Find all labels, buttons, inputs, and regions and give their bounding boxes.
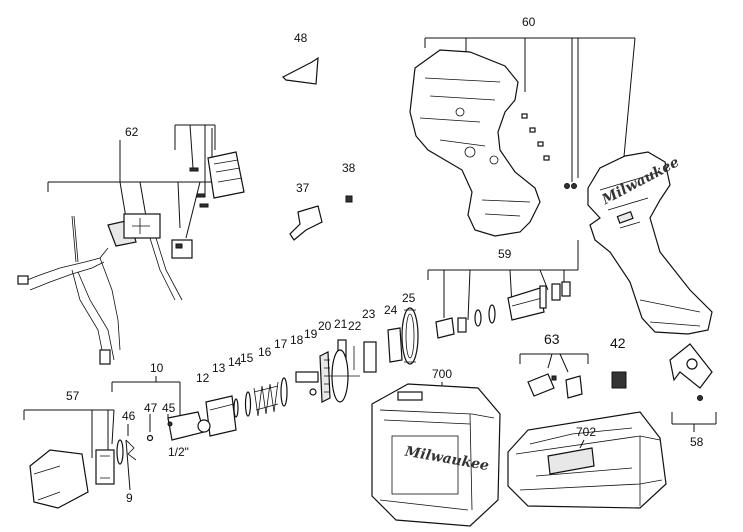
part-47: 47 bbox=[144, 401, 158, 442]
label-13: 13 bbox=[212, 361, 226, 375]
label-37: 37 bbox=[296, 181, 310, 195]
part-48: 48 bbox=[281, 31, 319, 85]
part-18: 18 bbox=[290, 333, 319, 383]
label-63: 63 bbox=[544, 331, 560, 347]
part-702: 702 bbox=[547, 425, 596, 475]
label-14: 14 bbox=[228, 355, 242, 369]
part-62-electronics: 62 bbox=[17, 124, 245, 365]
label-62: 62 bbox=[125, 125, 139, 139]
part-20: 20 bbox=[318, 319, 360, 403]
label-10: 10 bbox=[150, 361, 164, 375]
label-20: 20 bbox=[318, 319, 332, 333]
part-25: 25 bbox=[401, 291, 419, 365]
part-59-motor: 59 bbox=[427, 240, 579, 339]
label-19: 19 bbox=[304, 327, 318, 341]
part-10-anvil: 10 1/2" bbox=[111, 361, 211, 459]
label-12: 12 bbox=[196, 371, 210, 385]
label-42: 42 bbox=[610, 335, 626, 351]
label-21: 21 bbox=[334, 317, 348, 331]
part-17: 17 bbox=[274, 337, 288, 407]
label-38: 38 bbox=[342, 161, 356, 175]
part-19: 19 bbox=[304, 327, 318, 396]
label-700: 700 bbox=[432, 367, 452, 381]
part-57-nose: 57 bbox=[23, 389, 115, 509]
part-24: 24 bbox=[384, 303, 403, 363]
label-47: 47 bbox=[144, 401, 158, 415]
label-22: 22 bbox=[348, 319, 362, 333]
label-18: 18 bbox=[290, 333, 304, 347]
part-700-case: 700 Milwaukee bbox=[371, 367, 501, 527]
part-15: 15 bbox=[240, 351, 254, 417]
label-17: 17 bbox=[274, 337, 288, 351]
part-38: 38 bbox=[342, 161, 356, 203]
label-60: 60 bbox=[522, 15, 536, 29]
label-58: 58 bbox=[690, 435, 704, 449]
label-15: 15 bbox=[240, 351, 254, 365]
part-46: 46 bbox=[122, 409, 137, 461]
part-58: 58 bbox=[669, 343, 717, 449]
label-16: 16 bbox=[258, 345, 272, 359]
part-37: 37 bbox=[289, 181, 323, 241]
part-22: 22 bbox=[348, 319, 362, 370]
label-45: 45 bbox=[162, 401, 176, 415]
part-23: 23 bbox=[362, 307, 377, 373]
label-25: 25 bbox=[402, 291, 416, 305]
label-24: 24 bbox=[384, 303, 398, 317]
part-13: 13 bbox=[205, 361, 237, 437]
label-9: 9 bbox=[126, 491, 133, 505]
part-12: 12 bbox=[196, 371, 210, 385]
part-9: 9 bbox=[116, 439, 133, 505]
part-63: 63 bbox=[519, 331, 589, 399]
label-702: 702 bbox=[576, 425, 596, 439]
part-45: 45 bbox=[162, 401, 176, 427]
label-23: 23 bbox=[362, 307, 376, 321]
label-48: 48 bbox=[294, 31, 308, 45]
label-59: 59 bbox=[498, 247, 512, 261]
label-57: 57 bbox=[66, 389, 80, 403]
part-42: 42 bbox=[610, 335, 627, 389]
label-46: 46 bbox=[122, 409, 136, 423]
part-60-housing: 60 Milwaukee bbox=[409, 15, 713, 335]
part-16: 16 bbox=[253, 345, 279, 417]
label-anvil-size: 1/2" bbox=[168, 445, 189, 459]
